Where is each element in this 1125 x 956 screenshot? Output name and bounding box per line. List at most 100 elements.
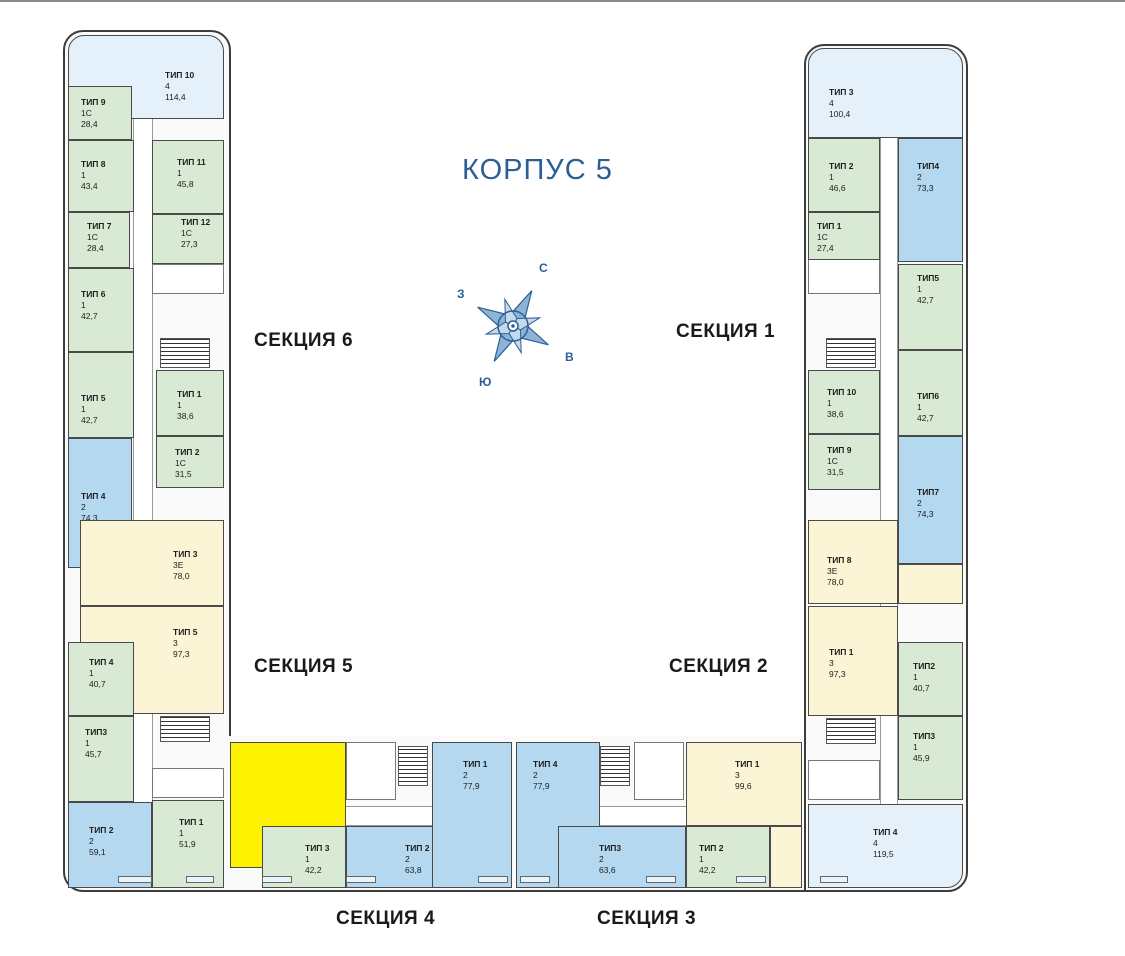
apartment-rooms: 1С	[827, 456, 838, 466]
apartment-type: ТИП 3	[829, 87, 854, 97]
apartment-type: ТИП 9	[827, 445, 852, 455]
apartment-rooms: 1	[917, 402, 922, 412]
apartment-rooms: 1	[81, 300, 86, 310]
apartment-area: 40,7	[913, 683, 930, 693]
apartment-type: ТИП4	[917, 161, 940, 171]
apartment-r-tip6[interactable]: ТИП6 1 42,7	[898, 350, 963, 436]
window	[820, 876, 848, 883]
apartment-r-tip7[interactable]: ТИП7 2 74,3	[898, 436, 963, 564]
apartment-l-tip11[interactable]: ТИП 11 1 45,8	[152, 140, 224, 214]
apartment-type: ТИП7	[917, 487, 940, 497]
apartment-rooms: 3Е	[173, 560, 184, 570]
apartment-type: ТИП 2	[175, 447, 200, 457]
apartment-type: ТИП 5	[173, 627, 198, 637]
apartment-area: 27,3	[181, 239, 198, 249]
apartment-rooms: 1	[81, 170, 86, 180]
apartment-area: 42,2	[699, 865, 716, 875]
apartment-area: 46,6	[829, 183, 846, 193]
apartment-area: 77,9	[533, 781, 550, 791]
apartment-rooms: 3Е	[827, 566, 838, 576]
apartment-type: ТИП 1	[177, 389, 202, 399]
left-lower-stairwell	[160, 716, 210, 742]
apartment-s5-tip2[interactable]: ТИП 2 2 59,1	[68, 802, 152, 888]
apartment-s2-tip3[interactable]: ТИП3 1 45,9	[898, 716, 963, 800]
top-border-line	[0, 0, 1125, 2]
apartment-area: 78,0	[827, 577, 844, 587]
left-elevator-core	[152, 264, 224, 294]
apartment-type: ТИП 2	[405, 843, 430, 853]
apartment-type: ТИП3	[85, 727, 108, 737]
apartment-area: 77,9	[463, 781, 480, 791]
apartment-rooms: 1	[913, 672, 918, 682]
apartment-area: 28,4	[87, 243, 104, 253]
apartment-area: 97,3	[173, 649, 190, 659]
apartment-type: ТИП5	[917, 273, 940, 283]
apartment-area: 63,8	[405, 865, 422, 875]
apartment-rooms: 1	[829, 172, 834, 182]
compass-rose-icon: С В Ю З	[457, 261, 574, 388]
apartment-type: ТИП 10	[827, 387, 857, 397]
apartment-area: 28,4	[81, 119, 98, 129]
apartment-s5-tip3[interactable]: ТИП3 1 45,7	[68, 716, 134, 802]
window	[646, 876, 676, 883]
apartment-l-tip9[interactable]: ТИП 9 1С 28,4	[68, 86, 132, 140]
apartment-area: 45,8	[177, 179, 194, 189]
s4-stairwell	[398, 746, 428, 786]
apartment-type: ТИП 10	[165, 70, 195, 80]
window	[118, 876, 152, 883]
apartment-type: ТИП 1	[735, 759, 760, 769]
apartment-s2-tip4[interactable]: ТИП 4 4 119,5	[808, 804, 963, 888]
apartment-rooms: 1С	[817, 232, 828, 242]
apartment-rooms: 1	[89, 668, 94, 678]
section-1-label: СЕКЦИЯ 1	[676, 321, 776, 342]
apartment-s4-tip1[interactable]: ТИП 1 2 77,9	[432, 742, 512, 888]
apartment-type: ТИП 8	[81, 159, 106, 169]
apartment-r-tip1[interactable]: ТИП 1 1С 27,4	[808, 212, 880, 260]
apartment-rooms: 2	[405, 854, 410, 864]
apartment-s5-tip4[interactable]: ТИП 4 1 40,7	[68, 642, 134, 716]
apartment-type: ТИП 7	[87, 221, 112, 231]
apartment-area: 42,2	[305, 865, 322, 875]
apartment-type: ТИП 9	[81, 97, 106, 107]
apartment-s5-tip1[interactable]: ТИП 1 1 51,9	[152, 800, 224, 888]
apartment-l-tip3[interactable]: ТИП 3 3Е 78,0	[80, 520, 224, 606]
apartment-l-tip1[interactable]: ТИП 1 1 38,6	[156, 370, 224, 436]
apartment-rooms: 1С	[87, 232, 98, 242]
apartment-s3-tip1[interactable]: ТИП 1 3 99,6	[686, 742, 802, 826]
apartment-area: 119,5	[873, 849, 894, 859]
apartment-type: ТИП3	[599, 843, 622, 853]
apartment-l-tip5[interactable]: ТИП 5 1 42,7	[68, 352, 134, 438]
apartment-rooms: 2	[599, 854, 604, 864]
apartment-r-tip10[interactable]: ТИП 10 1 38,6	[808, 370, 880, 434]
apartment-s2-tip1[interactable]: ТИП 1 3 97,3	[808, 606, 898, 716]
apartment-area: 78,0	[173, 571, 190, 581]
apartment-s2-tip2[interactable]: ТИП2 1 40,7	[898, 642, 963, 716]
apartment-rooms: 2	[463, 770, 468, 780]
apartment-area: 31,5	[827, 467, 844, 477]
apartment-r-tip4[interactable]: ТИП4 2 73,3	[898, 138, 963, 262]
apartment-area: 43,4	[81, 181, 98, 191]
apartment-l-tip6[interactable]: ТИП 6 1 42,7	[68, 268, 134, 352]
apartment-r-tip2[interactable]: ТИП 2 1 46,6	[808, 138, 880, 212]
section-6-label: СЕКЦИЯ 6	[254, 330, 354, 351]
compass-north-label: С	[539, 261, 548, 275]
apartment-area: 73,3	[917, 183, 934, 193]
apartment-rooms: 2	[89, 836, 94, 846]
apartment-type: ТИП 1	[179, 817, 204, 827]
apartment-r-tip8[interactable]: ТИП 8 3Е 78,0	[808, 520, 898, 604]
apartment-area: 74,3	[917, 509, 934, 519]
apartment-l-tip7[interactable]: ТИП 7 1С 28,4	[68, 212, 130, 268]
apartment-l-tip8[interactable]: ТИП 8 1 43,4	[68, 140, 134, 212]
apartment-rooms: 1	[305, 854, 310, 864]
apartment-rooms: 1С	[175, 458, 186, 468]
apartment-r-tip8-ext	[898, 564, 963, 604]
apartment-rooms: 4	[165, 81, 170, 91]
apartment-r-tip3[interactable]: ТИП 3 4 100,4	[808, 48, 963, 138]
apartment-r-tip5[interactable]: ТИП5 1 42,7	[898, 264, 963, 350]
apartment-type: ТИП6	[917, 391, 940, 401]
apartment-rooms: 1	[917, 284, 922, 294]
apartment-l-tip12[interactable]: ТИП 12 1С 27,3	[152, 214, 224, 264]
apartment-r-tip9[interactable]: ТИП 9 1С 31,5	[808, 434, 880, 490]
apartment-l-tip2[interactable]: ТИП 2 1С 31,5	[156, 436, 224, 488]
apartment-area: 27,4	[817, 243, 834, 253]
